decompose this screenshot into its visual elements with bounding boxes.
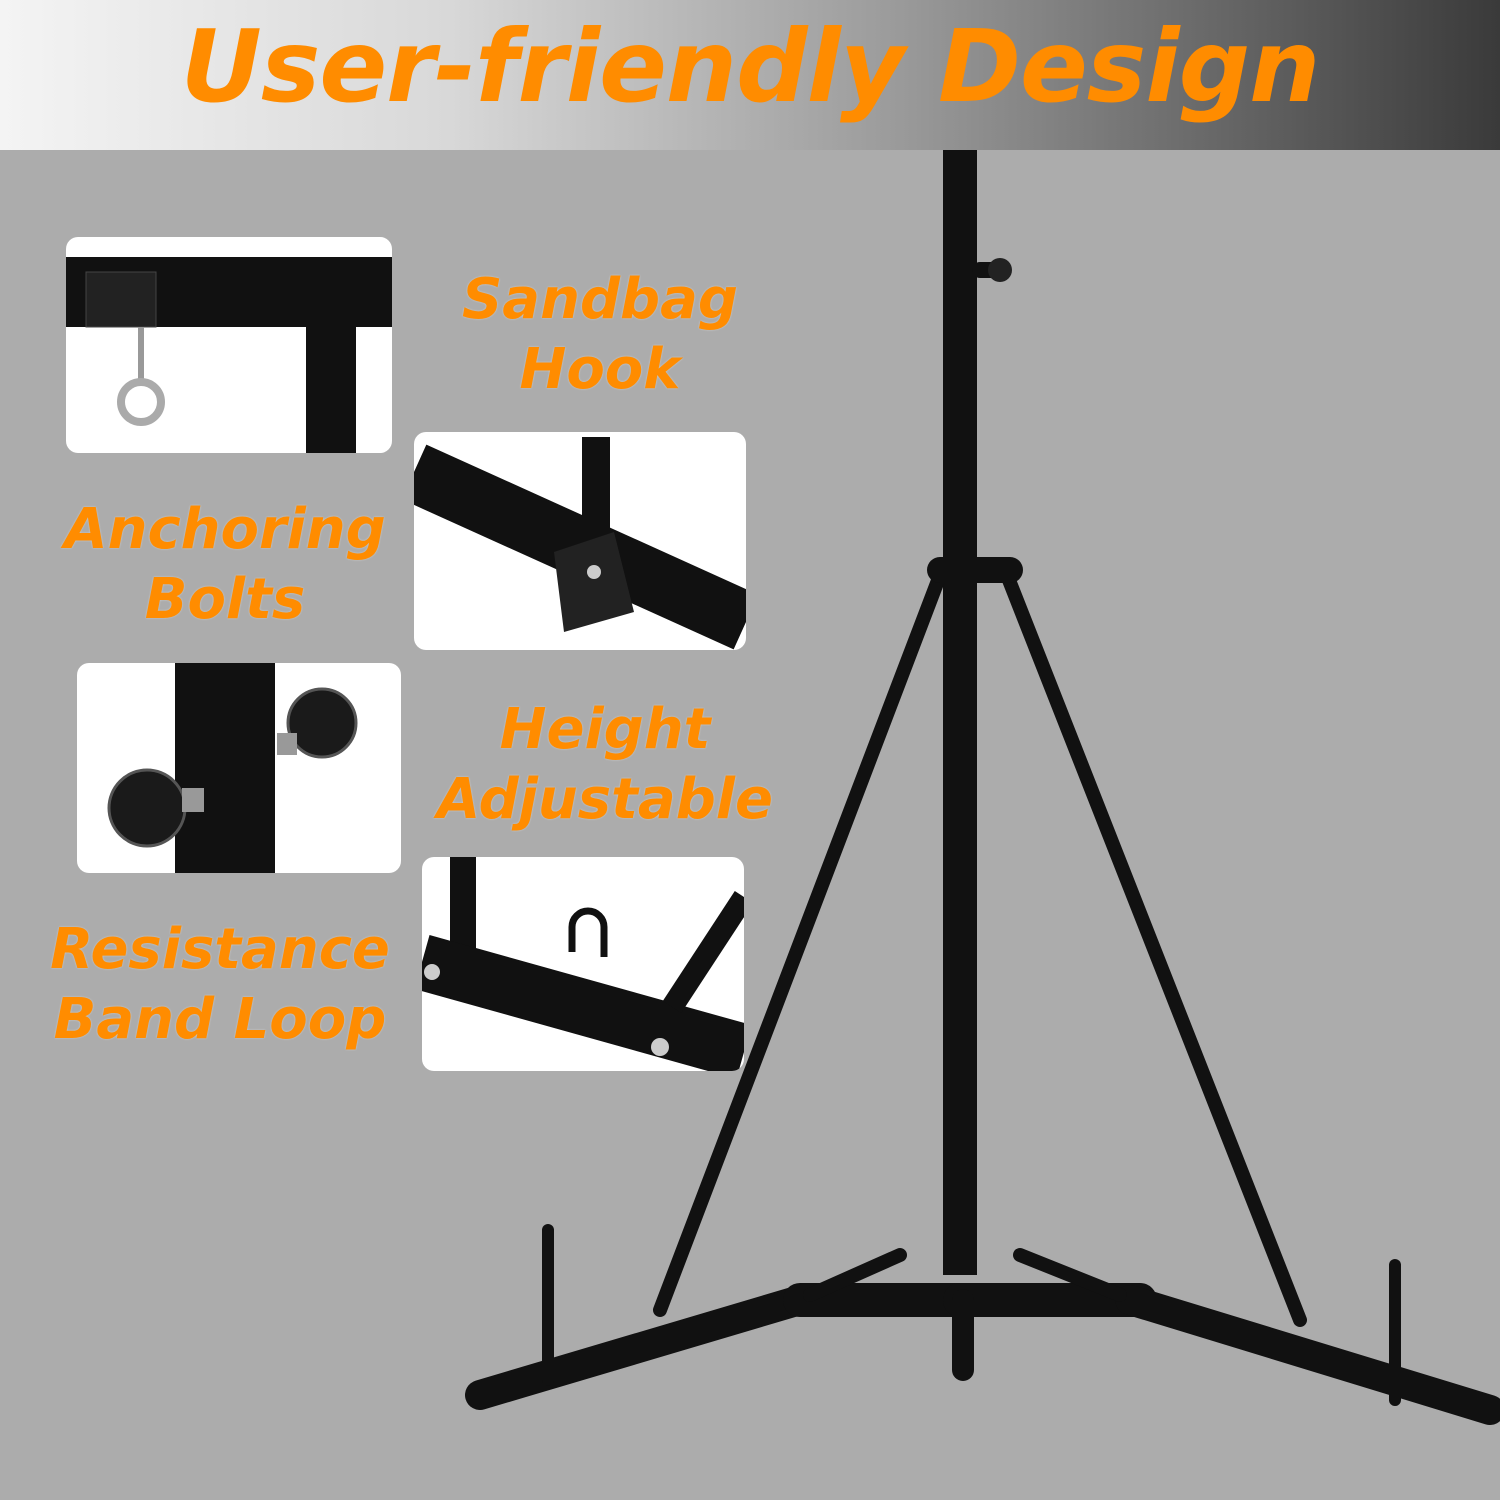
feature-label-line1: Anchoring	[64, 497, 386, 562]
sandbag-hook-photo	[66, 237, 392, 453]
feature-label-resistance-band-loop: Resistance Band Loop	[40, 915, 400, 1055]
feature-label-sandbag-hook: Sandbag Hook	[430, 265, 770, 405]
feature-label-line1: Resistance	[50, 917, 390, 982]
bolt-illustration	[414, 437, 746, 650]
page-title: User-friendly Design	[180, 8, 1321, 125]
header-banner: User-friendly Design	[0, 0, 1500, 150]
feature-label-anchoring-bolts: Anchoring Bolts	[50, 495, 400, 635]
knob-illustration	[107, 663, 358, 873]
feature-label-line2: Hook	[519, 337, 681, 402]
hook-illustration	[66, 257, 392, 453]
feature-label-line2: Adjustable	[437, 767, 773, 832]
anchoring-bolts-photo	[414, 432, 746, 650]
loop-illustration	[422, 857, 744, 1071]
feature-label-line2: Bolts	[144, 567, 306, 632]
feature-label-line1: Sandbag	[461, 267, 739, 332]
feature-label-line2: Band Loop	[53, 987, 387, 1052]
feature-label-line1: Height	[499, 697, 711, 762]
height-adjustable-photo	[77, 663, 401, 873]
resistance-band-loop-photo	[422, 857, 744, 1071]
feature-label-height-adjustable: Height Adjustable	[430, 695, 780, 835]
